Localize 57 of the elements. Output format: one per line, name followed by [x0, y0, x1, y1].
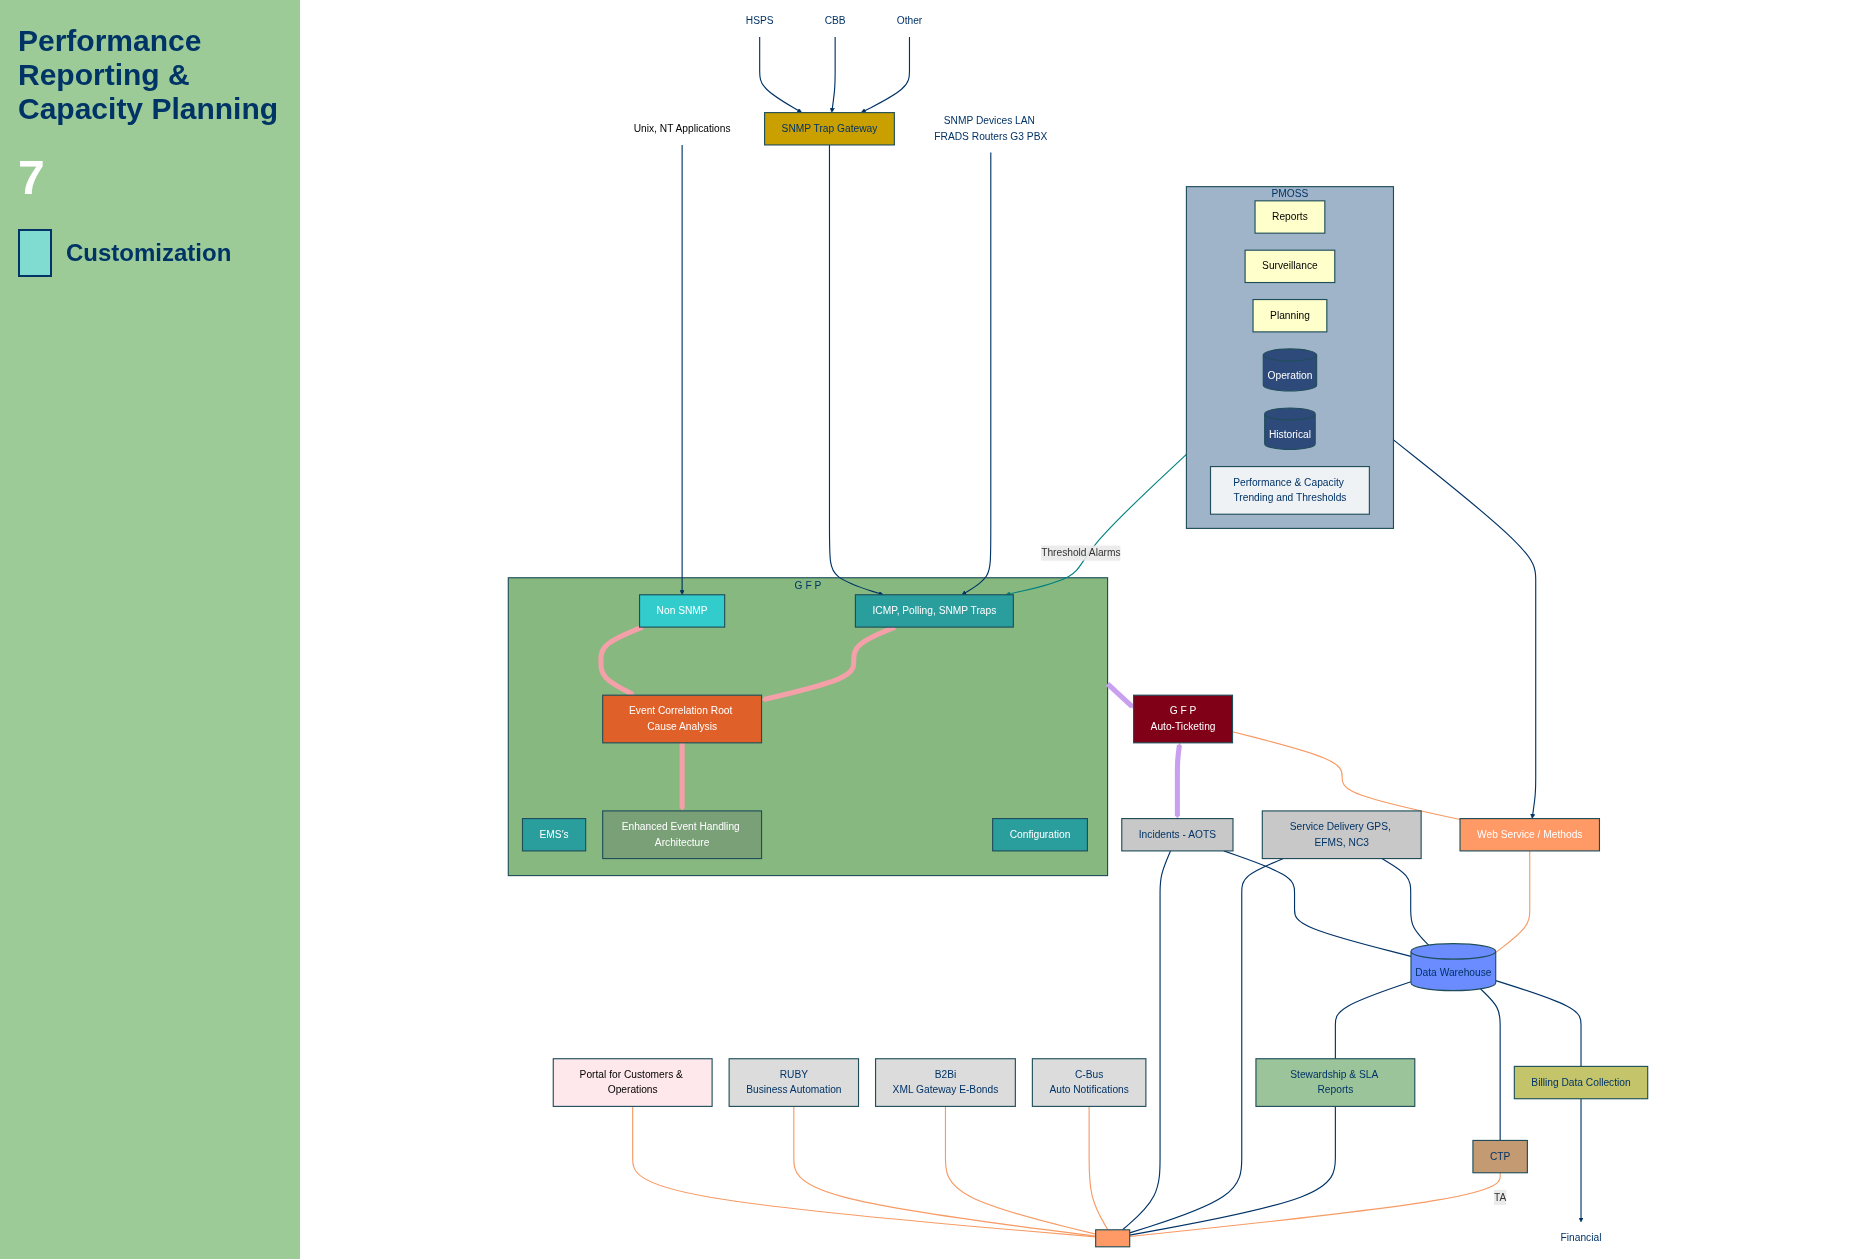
node-box: Portal for Customers & Operations — [552, 1058, 713, 1107]
edge-label: TA — [1494, 1191, 1507, 1203]
node-text: Other — [896, 14, 923, 27]
node-box: Planning — [1252, 298, 1328, 333]
arrow — [1578, 1098, 1584, 1223]
node-box: G F P Auto-Ticketing — [1133, 694, 1234, 744]
arrow — [1174, 742, 1182, 819]
node-box: CTP — [1472, 1139, 1528, 1174]
node-bar — [1095, 1229, 1131, 1248]
connector — [1495, 850, 1531, 953]
arrow — [828, 144, 884, 596]
connector — [1381, 858, 1430, 946]
connector — [1479, 988, 1501, 1141]
connector — [1129, 1172, 1501, 1238]
node-text: CBB — [824, 14, 846, 27]
node-box: Configuration — [992, 818, 1088, 852]
node-box: C-Bus Auto Notifications — [1031, 1058, 1147, 1107]
page-number: 7 — [18, 150, 46, 205]
node-box: ICMP, Polling, SNMP Traps — [854, 594, 1014, 628]
connector — [1129, 1105, 1336, 1236]
node-box: RUBY Business Automation — [728, 1058, 860, 1107]
edge-label: Threshold Alarms — [1041, 547, 1121, 559]
arrow — [1005, 453, 1187, 597]
connector — [1334, 981, 1412, 1060]
node-text: HSPS — [745, 14, 774, 27]
node-text: SNMP Devices LAN FRADS Routers G3 PBX — [934, 115, 1048, 142]
connector — [1495, 980, 1582, 1067]
arrow — [679, 742, 685, 812]
connector — [1122, 850, 1172, 1231]
node-box: EMS′s — [521, 818, 587, 852]
side-note: Performance Reporting & Capacity Planning — [18, 24, 280, 126]
node-box: Reports — [1254, 200, 1326, 234]
node-box: B2Bi XML Gateway E-Bonds — [875, 1058, 1016, 1107]
connector — [1129, 858, 1284, 1234]
arrow — [1105, 682, 1134, 709]
node-box: SNMP Trap Gateway — [764, 112, 895, 146]
node-box: Surveillance — [1244, 249, 1336, 284]
arrow — [860, 36, 911, 113]
node-box: Non SNMP — [639, 594, 726, 628]
node-box: Performance & Capacity Trending and Thresholds — [1209, 466, 1370, 515]
node-box: Incidents - AOTS — [1121, 818, 1234, 852]
node-box: Event Correlation Root Cause Analysis — [602, 694, 763, 744]
connector — [1088, 1105, 1109, 1231]
node-box: Billing Data Collection — [1513, 1065, 1649, 1100]
node-box: Service Delivery GPS, EFMS, NC3 — [1261, 810, 1422, 860]
arrow — [961, 152, 992, 595]
arrow — [598, 624, 644, 697]
node-box: Enhanced Event Handling Architecture — [602, 810, 763, 860]
legend-text: Customization — [66, 239, 232, 267]
node-box: Stewardship & SLA Reports — [1255, 1058, 1416, 1107]
arrow — [829, 36, 836, 113]
arrow — [679, 144, 685, 595]
node-box: Web Service / Methods — [1459, 818, 1601, 852]
arrow — [759, 36, 803, 113]
node-text: Unix, NT Applications — [633, 122, 731, 135]
node-text: Financial — [1560, 1232, 1602, 1244]
connector — [1223, 850, 1412, 957]
